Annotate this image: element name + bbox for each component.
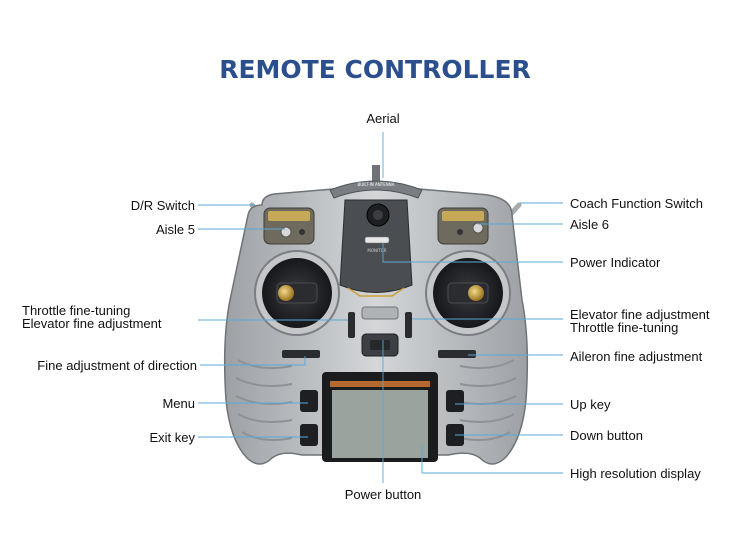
label-aisle-6: Aisle 6	[570, 217, 610, 232]
label-aisle-5: Aisle 5	[155, 222, 195, 237]
leader-display	[421, 445, 563, 474]
label-aileron-fine-adjustment: Aileron fine adjustment	[570, 349, 703, 364]
center-panel	[339, 199, 413, 293]
label-high-resolution-display: High resolution display	[570, 466, 701, 481]
power-indicator-light	[364, 236, 390, 244]
monitor-marking: MONITOR	[367, 248, 386, 253]
label-throttle-fine-tuning-right: Throttle fine-tuning	[570, 320, 679, 335]
display-highlight	[330, 381, 430, 387]
label-down-button: Down button	[570, 428, 643, 443]
built-in-antenna-marking: BUILT-IN ANTENNA	[358, 182, 395, 187]
label-exit-key: Exit key	[149, 430, 195, 445]
label-dr-switch: D/R Switch	[130, 198, 195, 213]
center-gold-trim	[347, 287, 405, 297]
label-throttle-fine-tuning-left: Throttle fine-tuning	[22, 303, 131, 318]
direction-trim-slider	[282, 350, 320, 358]
leader-lines	[198, 132, 563, 483]
label-elevator-fine-adjustment-right: Elevator fine adjustment	[570, 307, 710, 322]
aerial-top	[372, 165, 380, 183]
aileron-trim-slider	[438, 350, 476, 358]
leader-direction	[200, 356, 306, 366]
label-power-indicator: Power Indicator	[570, 255, 661, 270]
right-grip-ribs	[459, 359, 517, 441]
leader-power-indicator	[382, 243, 563, 263]
coach-function-switch-toggle	[472, 222, 484, 234]
aisle-6-switch	[457, 229, 463, 235]
dr-switch-toggle	[280, 226, 292, 238]
label-menu: Menu	[162, 396, 195, 411]
page-title: REMOTE CONTROLLER	[219, 55, 531, 84]
left-stick	[278, 285, 294, 301]
left-vertical-trim	[348, 312, 355, 338]
right-vertical-trim	[405, 312, 412, 338]
high-resolution-display	[332, 390, 428, 458]
exit-key	[300, 424, 318, 446]
top-handle	[329, 180, 423, 199]
label-power-button: Power button	[344, 487, 422, 502]
label-coach-function-switch: Coach Function Switch	[570, 196, 703, 211]
label-fine-adjustment-direction: Fine adjustment of direction	[37, 358, 197, 373]
label-aerial: Aerial	[366, 111, 400, 126]
aisle-5-switch	[299, 229, 305, 235]
menu-key	[300, 390, 318, 412]
center-trim-block	[361, 306, 399, 320]
right-stick	[468, 285, 484, 301]
label-elevator-fine-adjustment-left: Elevator fine adjustment	[22, 316, 162, 331]
up-key	[446, 390, 464, 412]
label-up-key: Up key	[570, 397, 611, 412]
